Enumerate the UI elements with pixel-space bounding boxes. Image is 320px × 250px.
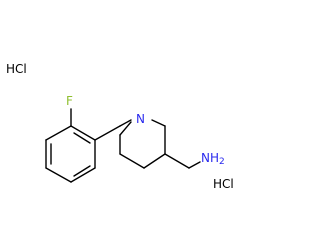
piperidine-ring [119, 119, 166, 169]
amine-label: NH2 [201, 151, 225, 167]
benzyl-n-bond [119, 119, 132, 127]
ch2-bond [164, 153, 190, 169]
structure-diagram: HCl HCl F N NH2 [6, 62, 234, 191]
ring-bond [143, 153, 166, 169]
salt-label-right: HCl [213, 177, 234, 191]
ring-bond [70, 125, 96, 141]
double-bond-inner [73, 165, 91, 177]
amine-nh-text: NH [201, 151, 219, 165]
ring-bond [119, 121, 132, 136]
amine-subscript: 2 [219, 157, 225, 167]
fluorine-label: F [66, 94, 73, 108]
salt-label-left: HCl [6, 62, 27, 76]
nitrogen-label: N [136, 112, 145, 126]
ring-bond [45, 125, 72, 141]
ring-bond [45, 167, 72, 183]
ring-bond [151, 119, 166, 127]
benzyl-bond [94, 125, 121, 141]
ring-bond [119, 153, 145, 169]
ring-bond [70, 167, 96, 183]
double-bond-inner [73, 132, 91, 144]
benzene-ring [45, 125, 96, 183]
ch2-n-bond [188, 161, 201, 169]
